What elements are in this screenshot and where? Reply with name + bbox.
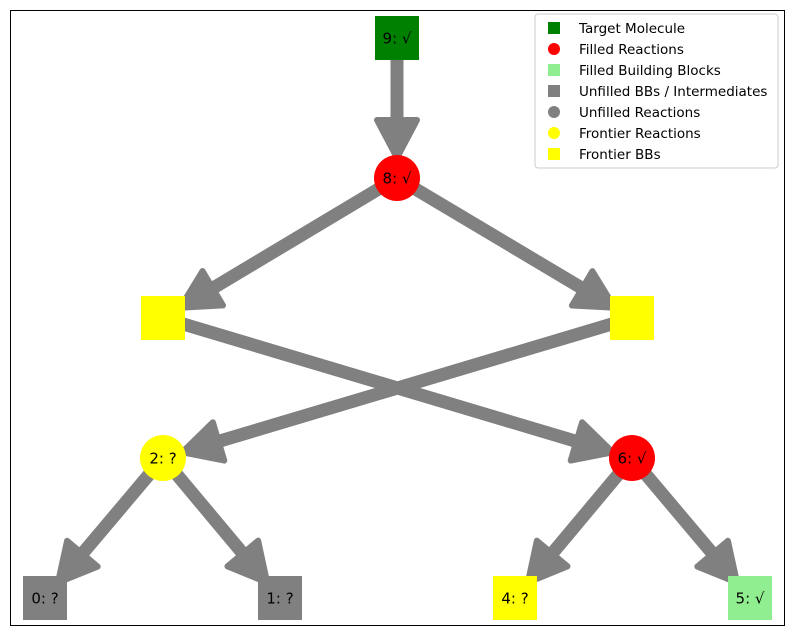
building-block-node-marker xyxy=(610,296,654,340)
edge-8-to-7 xyxy=(177,172,401,311)
node-2: 2: ? xyxy=(140,435,186,481)
node-label: 2: ? xyxy=(149,450,176,468)
arrowhead xyxy=(177,268,227,311)
legend-marker xyxy=(548,148,560,160)
edge-7-to-6 xyxy=(161,311,616,464)
node-3 xyxy=(610,296,654,340)
node-7 xyxy=(141,296,185,340)
node-4: 4: ? xyxy=(493,576,537,620)
legend-marker xyxy=(548,106,560,118)
node-0: 0: ? xyxy=(23,576,67,620)
legend-item: Target Molecule xyxy=(548,21,685,37)
legend-item: Unfilled BBs / Intermediates xyxy=(548,84,767,100)
edge-8-to-3 xyxy=(393,172,618,311)
arrowhead xyxy=(567,419,616,464)
legend-label: Unfilled Reactions xyxy=(579,105,700,121)
legend-label: Frontier Reactions xyxy=(579,126,701,142)
legend-marker xyxy=(548,22,560,34)
node-8: 8: √ xyxy=(374,155,420,201)
legend-item: Unfilled Reactions xyxy=(548,105,700,121)
arrowhead xyxy=(568,268,618,311)
arrowhead xyxy=(374,117,420,161)
legend-item: Filled Building Blocks xyxy=(548,63,721,79)
legend-label: Filled Reactions xyxy=(579,42,684,58)
edge-3-to-2 xyxy=(179,311,634,464)
building-block-node-marker xyxy=(375,16,419,60)
legend-marker xyxy=(548,85,560,97)
node-label: 9: √ xyxy=(383,30,412,48)
node-label: 5: √ xyxy=(736,590,765,608)
building-block-node-marker xyxy=(258,576,302,620)
node-label: 6: √ xyxy=(618,450,647,468)
reaction-node-marker xyxy=(374,155,420,201)
legend-label: Unfilled BBs / Intermediates xyxy=(579,84,767,100)
building-block-node-marker xyxy=(23,576,67,620)
node-label: 4: ? xyxy=(501,590,528,608)
legend-item: Frontier Reactions xyxy=(548,126,701,142)
arrowhead xyxy=(694,537,741,586)
node-9: 9: √ xyxy=(375,16,419,60)
legend-label: Target Molecule xyxy=(578,21,685,37)
arrowhead xyxy=(524,537,571,586)
node-6: 6: √ xyxy=(609,435,655,481)
building-block-node-marker xyxy=(728,576,772,620)
node-5: 5: √ xyxy=(728,576,772,620)
legend-item: Frontier BBs xyxy=(548,147,661,163)
legend-item: Filled Reactions xyxy=(548,42,684,58)
legend-box xyxy=(534,13,779,169)
building-block-node-marker xyxy=(141,296,185,340)
legend-marker xyxy=(548,64,560,76)
arrowhead xyxy=(179,419,228,464)
reaction-node-marker xyxy=(609,435,655,481)
node-label: 0: ? xyxy=(31,590,58,608)
node-1: 1: ? xyxy=(258,576,302,620)
nodes-layer: 9: √ 8: √ 2: ? 6: √ 0: ? 1: ? 4: ? 5: √ xyxy=(23,16,772,620)
arrowhead xyxy=(54,537,101,586)
legend-label: Frontier BBs xyxy=(579,147,661,163)
arrowhead xyxy=(224,537,271,586)
node-label: 1: ? xyxy=(266,590,293,608)
legend-marker xyxy=(548,127,560,139)
node-label: 8: √ xyxy=(383,170,412,188)
legend-label: Filled Building Blocks xyxy=(579,63,721,79)
reaction-node-marker xyxy=(140,435,186,481)
legend-marker xyxy=(548,43,560,55)
building-block-node-marker xyxy=(493,576,537,620)
